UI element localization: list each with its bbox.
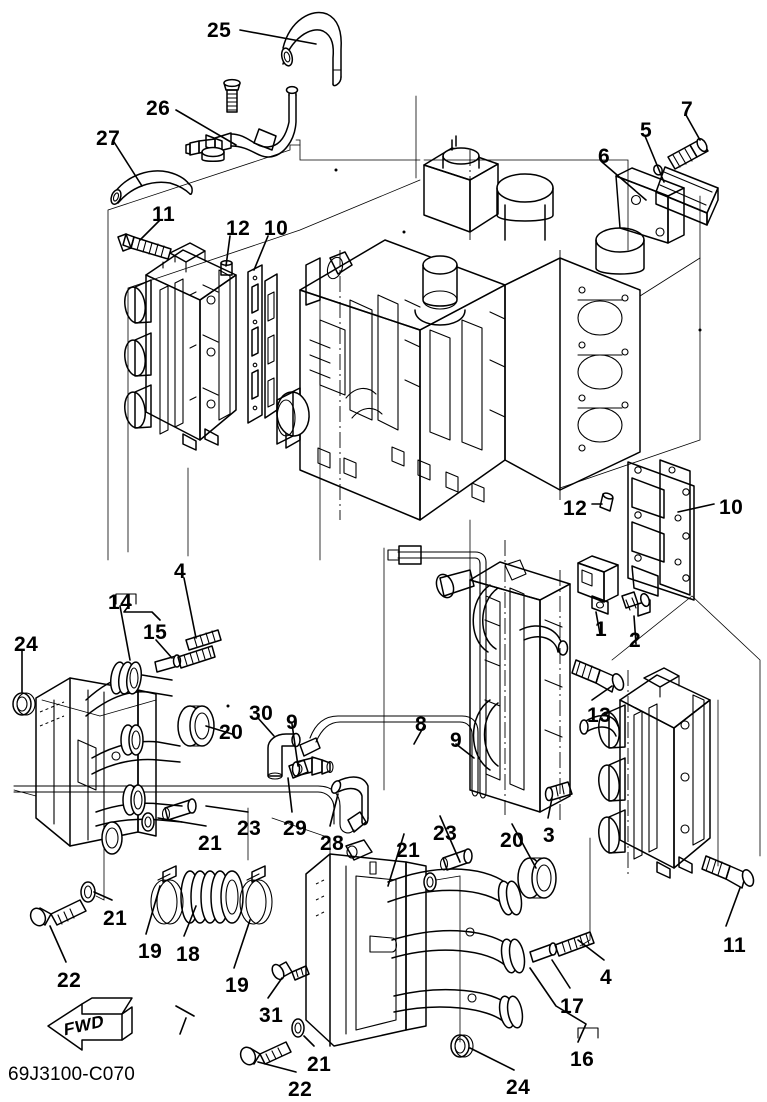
stud-15 — [154, 645, 216, 673]
hose-27 — [110, 170, 193, 205]
callout-number-8: 8 — [415, 713, 428, 736]
bracket-1 — [577, 555, 619, 615]
callout-number-21: 21 — [307, 1053, 332, 1076]
callout-number-21: 21 — [396, 839, 421, 862]
callout-number-4: 4 — [600, 966, 613, 989]
collar-21-lower — [80, 881, 96, 903]
callout-number-29: 29 — [283, 817, 308, 840]
callout-number-28: 28 — [320, 832, 345, 855]
callout-number-11: 11 — [723, 934, 747, 957]
ring-20-bottom — [517, 857, 557, 899]
callout-number-10: 10 — [264, 217, 289, 240]
collar-21-bottom-upper — [423, 872, 437, 892]
callout-number-23: 23 — [237, 817, 262, 840]
clamp-19-left — [150, 865, 184, 925]
stud-17 — [529, 931, 595, 963]
callout-number-26: 26 — [146, 97, 171, 120]
ring-20-left — [177, 705, 215, 747]
callout-number-19: 19 — [138, 940, 163, 963]
callout-number-14: 14 — [108, 591, 133, 614]
bolt-22-bottom — [239, 1041, 292, 1066]
callout-number-4: 4 — [174, 560, 187, 583]
callout-number-5: 5 — [640, 119, 653, 142]
engine-block — [276, 135, 645, 521]
callout-number-25: 25 — [207, 19, 232, 42]
callout-number-16: 16 — [570, 1048, 595, 1071]
fwd-arrow — [47, 997, 133, 1051]
hose-25 — [280, 11, 342, 87]
bolt-top-center — [223, 78, 241, 113]
callout-number-20: 20 — [500, 829, 525, 852]
callout-number-7: 7 — [681, 98, 694, 121]
callout-number-1: 1 — [595, 618, 608, 641]
callout-number-21: 21 — [198, 832, 223, 855]
bolt-11-bottom-right — [701, 855, 755, 889]
callout-number-18: 18 — [176, 943, 201, 966]
hose-28 — [330, 776, 369, 826]
callout-number-31: 31 — [259, 1004, 284, 1027]
nut-24-left — [12, 692, 36, 716]
callout-number-20: 20 — [219, 721, 244, 744]
callout-number-12: 12 — [226, 217, 251, 240]
callout-number-3: 3 — [543, 824, 556, 847]
callout-number-22: 22 — [57, 969, 82, 992]
callout-number-17: 17 — [560, 995, 585, 1018]
callout-number-10: 10 — [719, 496, 744, 519]
callout-number-22: 22 — [288, 1078, 313, 1101]
callout-number-9: 9 — [450, 729, 463, 752]
flange-ring-14 — [109, 661, 143, 695]
callout-number-12: 12 — [563, 497, 588, 520]
callout-number-24: 24 — [506, 1076, 531, 1099]
connector-3 — [544, 781, 573, 802]
bolt-13 — [571, 659, 625, 693]
gasket-10-right — [627, 459, 695, 601]
left-intake-silencer — [35, 661, 183, 855]
stud-4-left — [185, 629, 222, 651]
callout-number-23: 23 — [433, 822, 458, 845]
callout-number-21: 21 — [103, 907, 128, 930]
callout-number-15: 15 — [143, 621, 168, 644]
collar-21-upper — [141, 812, 155, 832]
callout-number-27: 27 — [96, 127, 121, 150]
part-number-label: 69J3100-C070 — [8, 1064, 136, 1085]
bolt-23-bottom — [439, 848, 473, 871]
bolt-11-top — [117, 233, 172, 260]
plate-assembly-567 — [615, 137, 719, 244]
bottom-intake-silencer — [305, 839, 526, 1047]
bellows-18 — [180, 870, 244, 924]
callout-number-2: 2 — [629, 629, 642, 652]
callout-number-30: 30 — [249, 702, 274, 725]
fitting-29 — [291, 756, 334, 777]
breather-hose-8 — [299, 545, 487, 799]
callout-number-24: 24 — [14, 633, 39, 656]
bolt-2 — [621, 591, 651, 617]
callout-number-6: 6 — [598, 145, 611, 168]
bolt-22-left — [29, 899, 87, 927]
dowel-pin-12-right — [599, 492, 614, 512]
callout-number-11: 11 — [152, 203, 176, 226]
clamp-19-right — [239, 865, 273, 925]
right-carburetor-assembly — [579, 667, 711, 879]
leader-lines — [13, 29, 761, 1073]
left-carburetor-assembly — [124, 242, 237, 451]
callout-number-19: 19 — [225, 974, 250, 997]
callout-number-13: 13 — [587, 704, 612, 727]
callout-number-9: 9 — [286, 711, 299, 734]
collar-21-bottom-lower — [291, 1018, 305, 1038]
